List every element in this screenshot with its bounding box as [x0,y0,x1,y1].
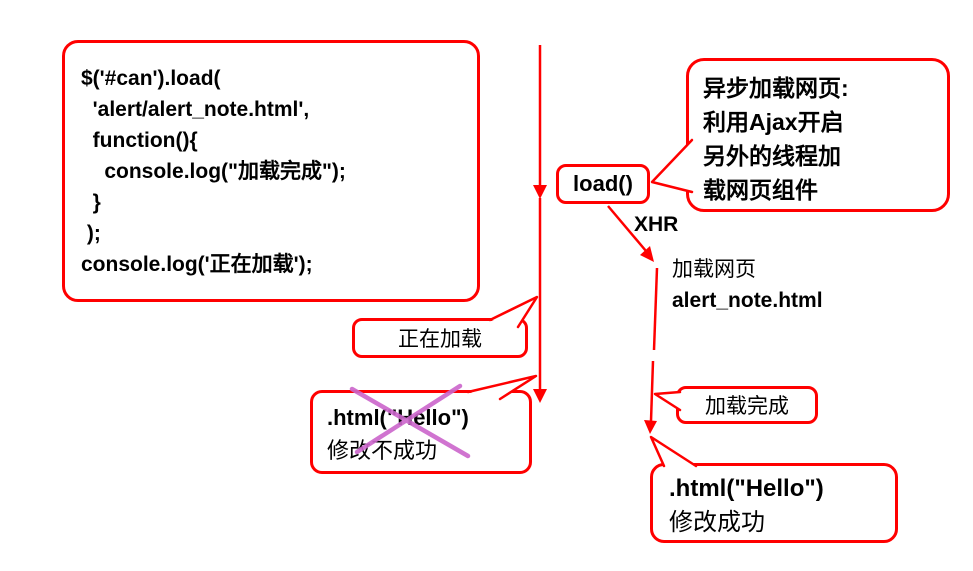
code-line-2: 'alert/alert_note.html', [81,98,310,121]
loading-callout: 正在加载 [352,318,528,358]
load-call-box: load() [556,164,650,204]
code-line-4: console.log("加载完成"); [81,160,346,183]
load-done-callout: 加载完成 [676,386,818,424]
xhr-timeline-end-arrowhead-icon [644,420,657,434]
async-note-line-4: 载网页组件 [703,177,818,203]
html-fail-text: 修改不成功 [327,438,438,463]
code-line-7: console.log('正在加载'); [81,253,313,276]
loaded-page-label: 加载网页 alert_note.html [672,254,823,316]
xhr-arrowhead-icon [640,246,654,262]
html-success-code: .html("Hello") [669,475,824,502]
code-line-3: function(){ [81,129,198,152]
main-timeline-end-arrowhead-icon [533,389,547,403]
async-note-callout: 异步加载网页: 利用Ajax开启 另外的线程加 载网页组件 [686,58,950,212]
xhr-label: XHR [634,213,679,236]
jquery-code-box: $('#can').load( 'alert/alert_note.html',… [62,40,480,302]
xhr-timeline-lower-line [649,360,655,422]
html-fail-callout: .html("Hello") 修改不成功 [310,390,532,474]
async-note-line-3: 另外的线程加 [703,143,841,169]
code-line-6: ); [81,222,101,245]
load-call-label: load() [573,171,633,196]
xhr-timeline-upper-line [652,267,659,351]
main-timeline-mid-arrowhead-icon [533,185,547,199]
loaded-page-filename: alert_note.html [672,289,823,312]
async-note-line-2: 利用Ajax开启 [703,109,844,135]
async-note-line-1: 异步加载网页: [703,75,849,101]
html-fail-code: .html("Hello") [327,405,469,430]
loading-callout-label: 正在加载 [398,328,482,351]
load-done-label: 加载完成 [705,395,789,418]
code-line-5: } [81,191,101,214]
html-success-callout-tail [649,435,698,468]
html-success-callout: .html("Hello") 修改成功 [650,463,898,543]
html-success-text: 修改成功 [669,509,765,536]
code-line-1: $('#can').load( [81,67,221,90]
loaded-page-text: 加载网页 [672,258,756,281]
